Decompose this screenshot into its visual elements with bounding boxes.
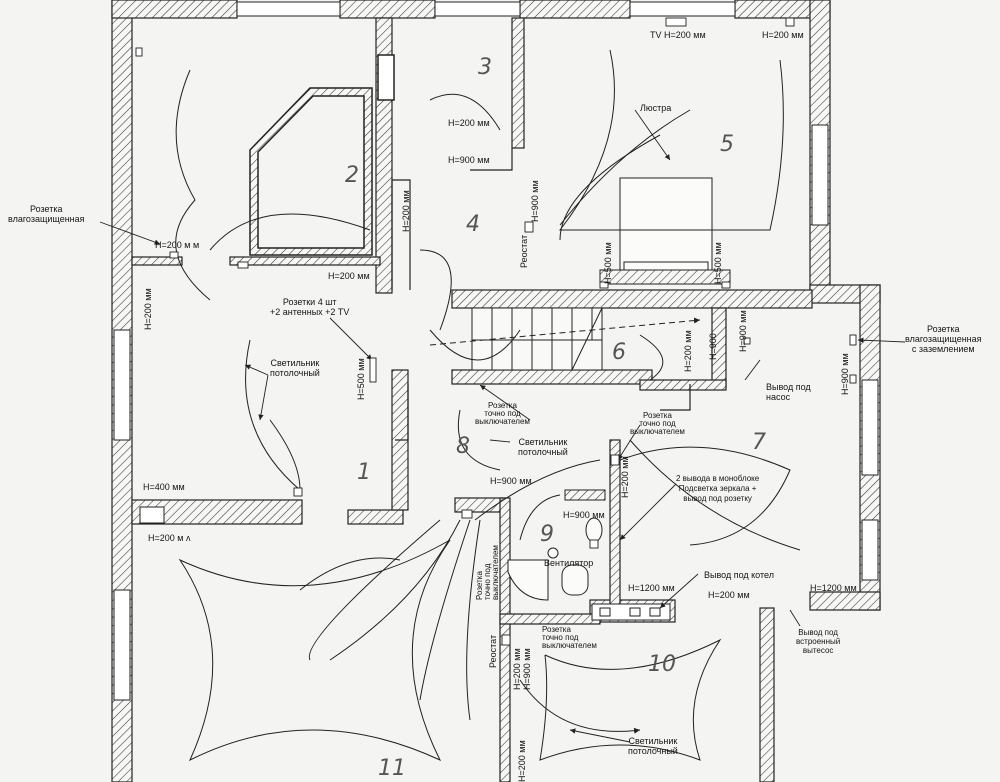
room-number-7: 7 xyxy=(752,430,766,455)
label-h200-vertical-left: H=200 мм xyxy=(143,288,153,330)
label-reostat-room-4: Реостат xyxy=(519,234,529,268)
room-number-2: 2 xyxy=(345,163,359,188)
room-number-3: 3 xyxy=(478,55,492,80)
label-h200-b: H=200 мм xyxy=(328,271,370,281)
staircase xyxy=(429,307,701,371)
label-h200-room-3: H=200 мм xyxy=(448,118,490,128)
label-h200-bottom-left: H=200 м ᴧ xyxy=(148,533,191,543)
label-h900-room-9: H=900 мм xyxy=(563,510,605,520)
room-number-5: 5 xyxy=(720,132,734,157)
label-h500-bed-right: H=500 мм xyxy=(713,242,723,284)
label-h200-room-10: H=200 мм xyxy=(512,648,522,690)
label-tv-h200: TV H=200 мм xyxy=(650,30,706,40)
label-h1200-b: H=1200 мм xyxy=(810,583,857,593)
room-number-6: 6 xyxy=(612,340,626,365)
label-h900-room-7-right: H=900 мм xyxy=(840,353,850,395)
room-number-10: 10 xyxy=(648,652,676,677)
socket-marks xyxy=(135,17,857,646)
corridor-walls xyxy=(391,148,691,441)
label-vyvod-vytyazhka: Вывод под встроенный вытесос xyxy=(796,628,841,655)
label-lyustra: Люстра xyxy=(640,103,672,113)
label-h900-room-8: H=900 мм xyxy=(490,476,532,486)
room-number-8: 8 xyxy=(456,434,470,459)
label-h900-room-3: H=900 мм xyxy=(448,155,490,165)
label-h500-left: H=500 мм xyxy=(356,358,366,400)
leader-lines xyxy=(99,109,906,743)
closet-room-2 xyxy=(249,54,395,256)
label-h400: H=400 мм xyxy=(143,482,185,492)
label-svetilnik-room-1: Светильник потолочный xyxy=(270,358,320,378)
label-vyvod-kotel: Вывод под котел xyxy=(704,570,774,580)
label-h900-room-6: H=900 xyxy=(708,333,718,360)
label-rozetka-vlagozashchishchennaya: Розетка влагозащищенная xyxy=(8,204,85,224)
room-number-4: 4 xyxy=(466,212,480,237)
label-h900-room-4: H=900 мм xyxy=(530,180,540,222)
label-rozetka-switch-room-10: Розетка точно под выключателем xyxy=(542,625,597,650)
windows xyxy=(113,1,879,701)
label-h200-vertical-corridor: H=200 мм xyxy=(401,190,411,232)
label-rozetka-switch-hall: Розетка точно под выключателем xyxy=(475,401,530,426)
label-ventilyator: Вентилятор xyxy=(544,558,594,568)
label-h200-room-10-low: H=200 мм xyxy=(517,740,527,782)
label-h200-room-6: H=200 мм xyxy=(683,330,693,372)
room-number-9: 9 xyxy=(540,522,554,547)
label-h900-room-7: H=900 мм xyxy=(738,310,748,352)
label-rozetki-4: Розетки 4 шт +2 антенных +2 TV xyxy=(270,297,350,317)
label-h900-room-10: H=900 мм xyxy=(522,648,532,690)
label-svetilnik-room-8: Светильник потолочный xyxy=(518,437,568,457)
label-vyvod-nasos: Вывод под насос xyxy=(766,382,811,402)
bathroom-fixtures xyxy=(139,489,671,621)
label-h200-top-right: H=200 мм xyxy=(762,30,804,40)
label-reostat-room-10: Реостат xyxy=(488,634,498,668)
label-h500-bed-left: H=500 мм xyxy=(603,242,613,284)
label-h1200-a: H=1200 мм xyxy=(628,583,675,593)
label-h200-room-7: H=200 мм xyxy=(620,456,630,498)
room-number-11: 11 xyxy=(378,756,406,781)
label-rozetka-vlago-zazemlenie: Розетка влагозащищенная с заземлением xyxy=(905,324,982,354)
label-monoblock: 2 вывода в моноблоке Подсветка зеркала +… xyxy=(676,474,760,503)
bed xyxy=(599,177,731,285)
label-rozetka-switch-room-7: Розетка точно под выключателем xyxy=(630,411,685,436)
wiring-curves xyxy=(175,49,801,762)
label-svetilnik-room-10: Светильник потолочный xyxy=(628,736,678,756)
label-rozetka-switch-room-11: Розетка точно под выключателем xyxy=(475,545,500,600)
label-h200-a: H=200 м м xyxy=(155,240,200,250)
label-h200-boiler: H=200 мм xyxy=(708,590,750,600)
room-number-1: 1 xyxy=(357,460,371,485)
